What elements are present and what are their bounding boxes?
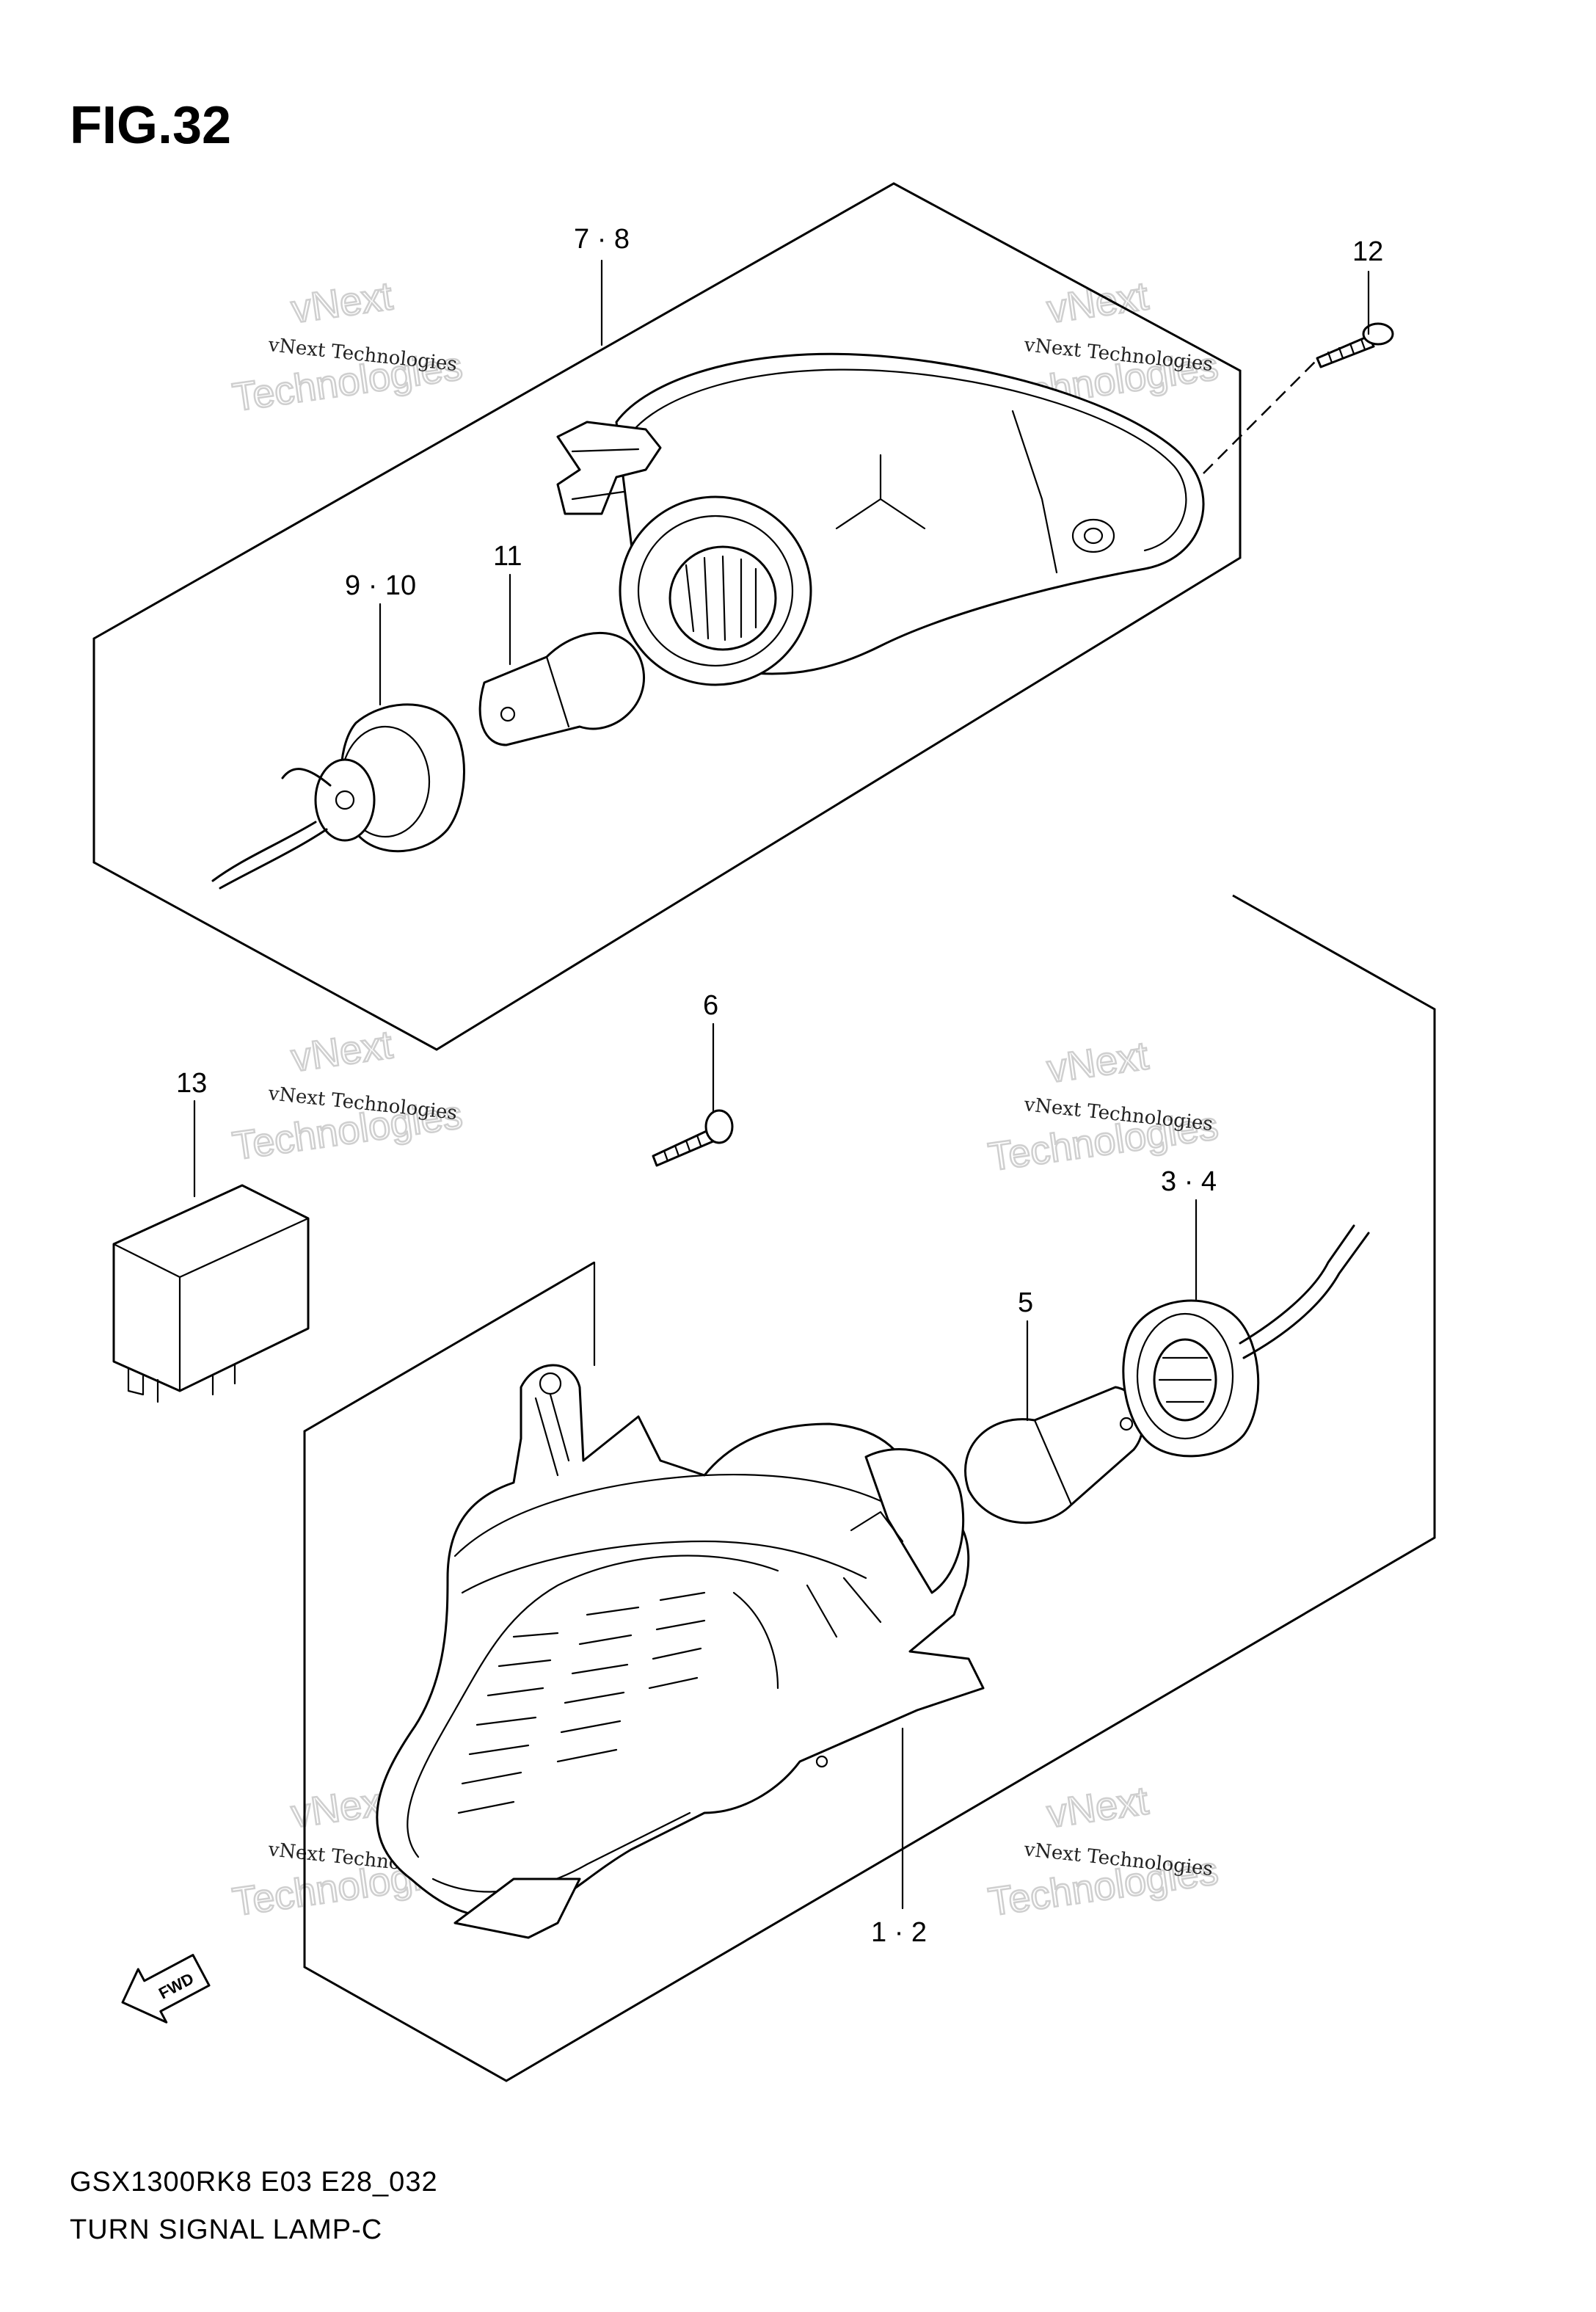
rear-socket xyxy=(211,703,465,890)
front-turn-signal-assembly: 6 5 xyxy=(303,894,1436,2082)
svg-text:vNext: vNext xyxy=(288,274,395,332)
callout-1-2: 1 · 2 xyxy=(871,1917,927,1948)
footer-model-code: GSX1300RK8 E03 E28_032 xyxy=(70,2167,438,2198)
rear-bulb xyxy=(478,632,645,746)
callout-13: 13 xyxy=(176,1068,207,1099)
callout-9-10: 9 · 10 xyxy=(345,570,416,601)
watermark-bottom-right: vNext Technologies vNext Technologies xyxy=(985,1778,1222,1925)
rear-turn-signal-assembly xyxy=(92,182,1394,1051)
bottom-assembly-frame xyxy=(303,894,1436,2082)
watermark-mid-left: vNext Technologies vNext Technologies xyxy=(229,1022,466,1169)
top-assembly-frame xyxy=(92,182,1242,1051)
callout-5: 5 xyxy=(1018,1287,1033,1318)
front-lamp-lens xyxy=(376,1364,985,1939)
callout-12: 12 xyxy=(1352,236,1383,267)
callout-7-8: 7 · 8 xyxy=(574,224,630,255)
svg-text:vNext: vNext xyxy=(1044,274,1151,332)
watermark-top-left: vNext Technologies vNext Technologies xyxy=(229,273,466,421)
relay-13 xyxy=(112,1184,310,1403)
screw-6 xyxy=(652,1109,734,1167)
footer-part-name: TURN SIGNAL LAMP-C xyxy=(70,2214,382,2245)
screw-12 xyxy=(1316,322,1394,368)
rear-lamp-housing xyxy=(556,352,1205,686)
callout-6: 6 xyxy=(703,990,718,1021)
callout-11: 11 xyxy=(493,541,522,572)
fwd-arrow-icon: FWD xyxy=(121,1954,211,2024)
front-bulb xyxy=(964,1386,1144,1524)
callout-3-4: 3 · 4 xyxy=(1161,1166,1217,1197)
figure-title: FIG.32 xyxy=(70,96,231,155)
watermark-mid-right: vNext Technologies vNext Technologies xyxy=(985,1033,1222,1180)
svg-text:vNext: vNext xyxy=(288,1022,395,1080)
front-socket xyxy=(1122,1224,1370,1458)
svg-text:vNext: vNext xyxy=(1044,1778,1151,1836)
svg-text:vNext: vNext xyxy=(1044,1033,1151,1091)
screw-12-dashed-leader xyxy=(1203,359,1318,474)
